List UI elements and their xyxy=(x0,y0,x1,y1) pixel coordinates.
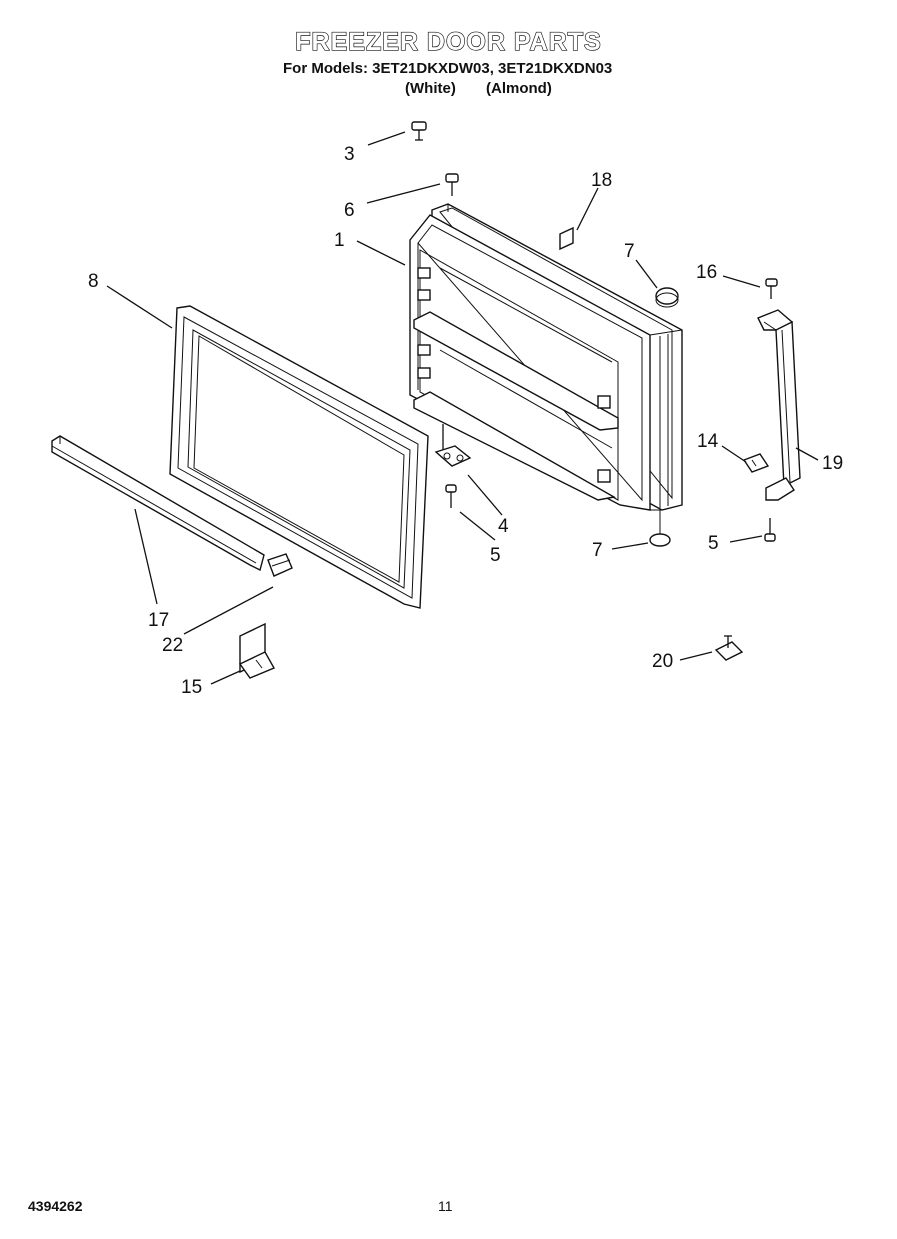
part-15-bracket xyxy=(238,622,275,679)
leader-3 xyxy=(367,131,406,146)
document-number: 4394262 xyxy=(28,1198,83,1214)
part-7-plug-bottom xyxy=(649,510,671,547)
callout-20: 20 xyxy=(652,651,673,672)
leader-5-hinge xyxy=(459,511,496,541)
part-3-screw xyxy=(411,121,427,141)
leader-16 xyxy=(722,275,761,288)
part-5-handle-screw xyxy=(764,518,776,542)
leader-15 xyxy=(210,670,241,685)
callout-4: 4 xyxy=(498,516,509,537)
leader-1 xyxy=(356,240,406,266)
part-17-trim xyxy=(51,435,265,572)
callout-19: 19 xyxy=(822,453,843,474)
part-1-door-liner xyxy=(409,203,683,511)
leader-7-bottom xyxy=(611,542,649,550)
leader-8 xyxy=(106,285,173,329)
part-20-clip xyxy=(714,635,744,661)
part-5-hinge-screw xyxy=(445,484,457,508)
leader-17 xyxy=(134,508,158,605)
leader-14 xyxy=(721,445,747,463)
callout-1: 1 xyxy=(334,230,345,251)
leader-18 xyxy=(576,187,599,231)
variant-almond: (Almond) xyxy=(486,80,552,97)
part-8-gasket xyxy=(169,305,429,609)
leader-7-top xyxy=(635,259,658,289)
callout-14: 14 xyxy=(697,431,719,452)
callout-3: 3 xyxy=(344,144,355,165)
callout-5-handle: 5 xyxy=(708,533,719,554)
callout-8: 8 xyxy=(88,271,99,292)
part-22-end-cap xyxy=(267,553,293,577)
callout-7-bottom: 7 xyxy=(592,540,603,561)
callout-6: 6 xyxy=(344,200,355,221)
part-14-mount xyxy=(742,453,770,473)
callout-15: 15 xyxy=(181,677,202,698)
callout-22: 22 xyxy=(162,635,183,656)
page-title: FREEZER DOOR PARTS xyxy=(295,27,602,56)
part-16-screw xyxy=(765,278,778,299)
leader-4 xyxy=(467,474,503,516)
leader-20 xyxy=(679,651,713,661)
leader-5-handle xyxy=(729,535,763,543)
callout-17: 17 xyxy=(148,610,169,631)
callout-7-top: 7 xyxy=(624,241,635,262)
part-18-label xyxy=(559,226,574,251)
models-line: For Models: 3ET21DKXDW03, 3ET21DKXDN03 xyxy=(283,60,613,77)
callout-16: 16 xyxy=(696,262,717,283)
leader-19 xyxy=(795,447,819,461)
callout-18: 18 xyxy=(591,170,612,191)
leader-6 xyxy=(366,183,441,204)
leader-22 xyxy=(183,586,274,635)
part-7-plug-top xyxy=(655,287,679,308)
variant-white: (White) xyxy=(405,80,456,97)
part-4-hinge xyxy=(434,424,472,467)
part-19-handle xyxy=(757,309,801,501)
callout-5-hinge: 5 xyxy=(490,545,501,566)
part-6-screw xyxy=(445,173,459,196)
page-number: 11 xyxy=(438,1198,453,1214)
